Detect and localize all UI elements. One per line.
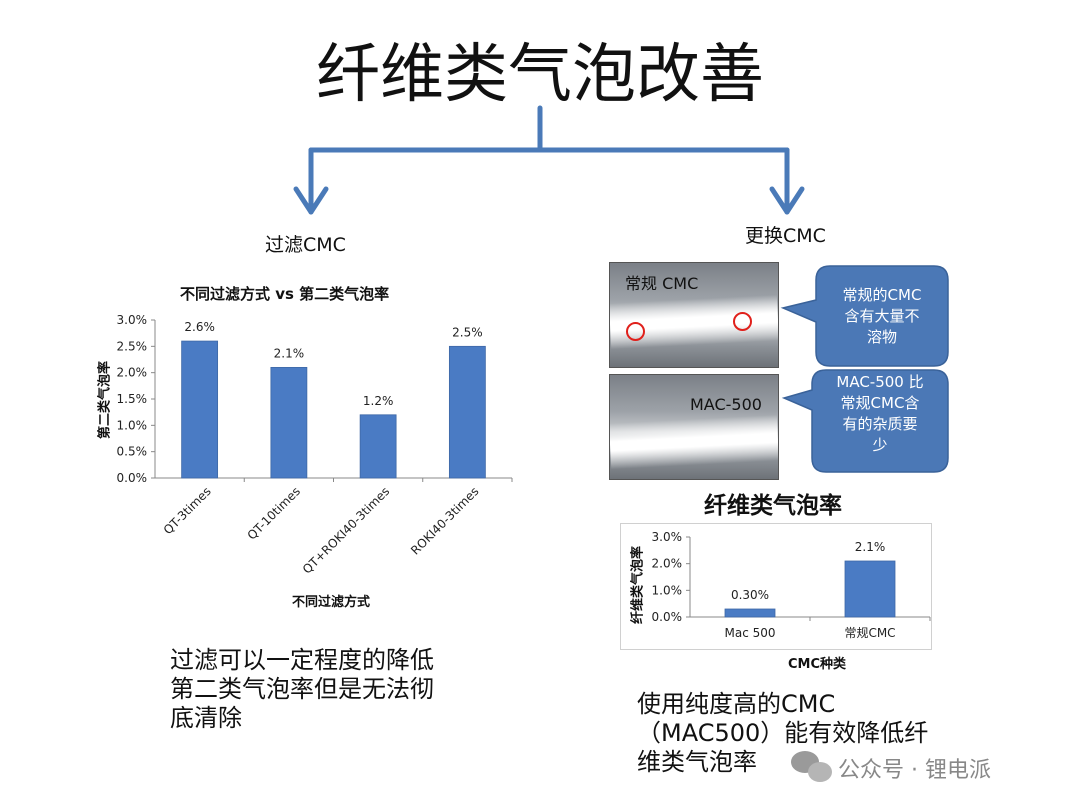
chart1-y-tick-label: 2.0% <box>117 366 148 380</box>
chart2-y-tick-label: 2.0% <box>652 557 683 571</box>
watermark-text: 公众号 · 锂电派 <box>838 758 991 783</box>
callout-top <box>780 265 949 367</box>
chart2-x-tick-label: 常规CMC <box>844 625 895 640</box>
chart2-data-label: 2.1% <box>855 540 886 554</box>
impurity-mark <box>733 312 752 331</box>
chart1-y-tick-label: 3.0% <box>117 313 148 327</box>
note-line: 过滤可以一定程度的降低 <box>170 646 434 674</box>
note-line: 维类气泡率 <box>637 748 757 776</box>
chart1-y-tick-label: 2.5% <box>117 339 148 353</box>
chart2-bar <box>844 560 896 618</box>
page-title: 纤维类气泡改善 <box>316 38 764 112</box>
callout-line: 含有大量不 <box>844 307 920 325</box>
chart1-bar <box>270 366 308 479</box>
chart2-x-tick-label: Mac 500 <box>724 626 775 640</box>
chart1-data-label: 2.5% <box>452 325 483 339</box>
callout-bottom-text: MAC-500 比 常规CMC含 有的杂质要 少 <box>812 372 948 456</box>
chart1-data-label: 1.2% <box>363 394 394 408</box>
callout-line: 常规CMC含 <box>840 394 920 412</box>
arrowhead-right-icon <box>769 186 805 215</box>
chart1-y-tick-label: 1.0% <box>117 418 148 432</box>
photo-mac500: MAC-500 <box>609 374 779 480</box>
chart1-y-tick-label: 0.5% <box>117 445 148 459</box>
callout-line: 常规的CMC <box>842 286 922 304</box>
chart1-data-label: 2.6% <box>184 320 215 334</box>
chart2-data-label: 0.30% <box>731 588 769 602</box>
photo-mac500-label: MAC-500 <box>690 395 762 414</box>
callout-line: 溶物 <box>866 328 897 346</box>
chart2-y-tick-label: 0.0% <box>652 610 683 624</box>
chart1-data-label: 2.1% <box>274 346 305 360</box>
chart2-xlabel: CMC种类 <box>788 657 847 672</box>
chart1-xlabel: 不同过滤方式 <box>292 595 371 610</box>
callout-line: MAC-500 比 <box>836 373 924 391</box>
impurity-mark <box>626 322 645 341</box>
note-line: 第二类气泡率但是无法彻 <box>170 675 434 703</box>
callout-bottom <box>781 369 949 473</box>
chart1-y-tick-label: 1.5% <box>117 392 148 406</box>
left-conclusion: 过滤可以一定程度的降低 第二类气泡率但是无法彻 底清除 <box>170 646 434 733</box>
right-conclusion: 使用纯度高的CMC （MAC500）能有效降低纤 维类气泡率 <box>637 690 928 777</box>
note-line: 底清除 <box>170 704 242 732</box>
chart2-y-tick-label: 1.0% <box>652 583 683 597</box>
chart1-title: 不同过滤方式 vs 第二类气泡率 <box>180 285 390 303</box>
chart2-bar <box>724 608 776 618</box>
chart1-bar <box>359 414 397 479</box>
callout-top-text: 常规的CMC 含有大量不 溶物 <box>816 285 948 348</box>
photo-regular-cmc: 常规 CMC <box>609 262 779 368</box>
note-line: （MAC500）能有效降低纤 <box>637 719 929 747</box>
arrowhead-left-icon <box>293 186 329 215</box>
note-line: 使用纯度高的CMC <box>637 690 836 718</box>
chart1-y-tick-label: 0.0% <box>117 471 148 485</box>
chart1-bar <box>448 345 486 479</box>
callout-line: 有的杂质要 <box>842 415 918 433</box>
left-branch-label: 过滤CMC <box>265 234 346 256</box>
right-branch-label: 更换CMC <box>745 225 826 247</box>
photo-regular-cmc-label: 常规 CMC <box>625 274 699 293</box>
chart2-title: 纤维类气泡率 <box>704 493 842 519</box>
callout-line: 少 <box>872 436 888 454</box>
chart2-y-tick-label: 3.0% <box>652 530 683 544</box>
chart1-bar <box>181 340 219 479</box>
